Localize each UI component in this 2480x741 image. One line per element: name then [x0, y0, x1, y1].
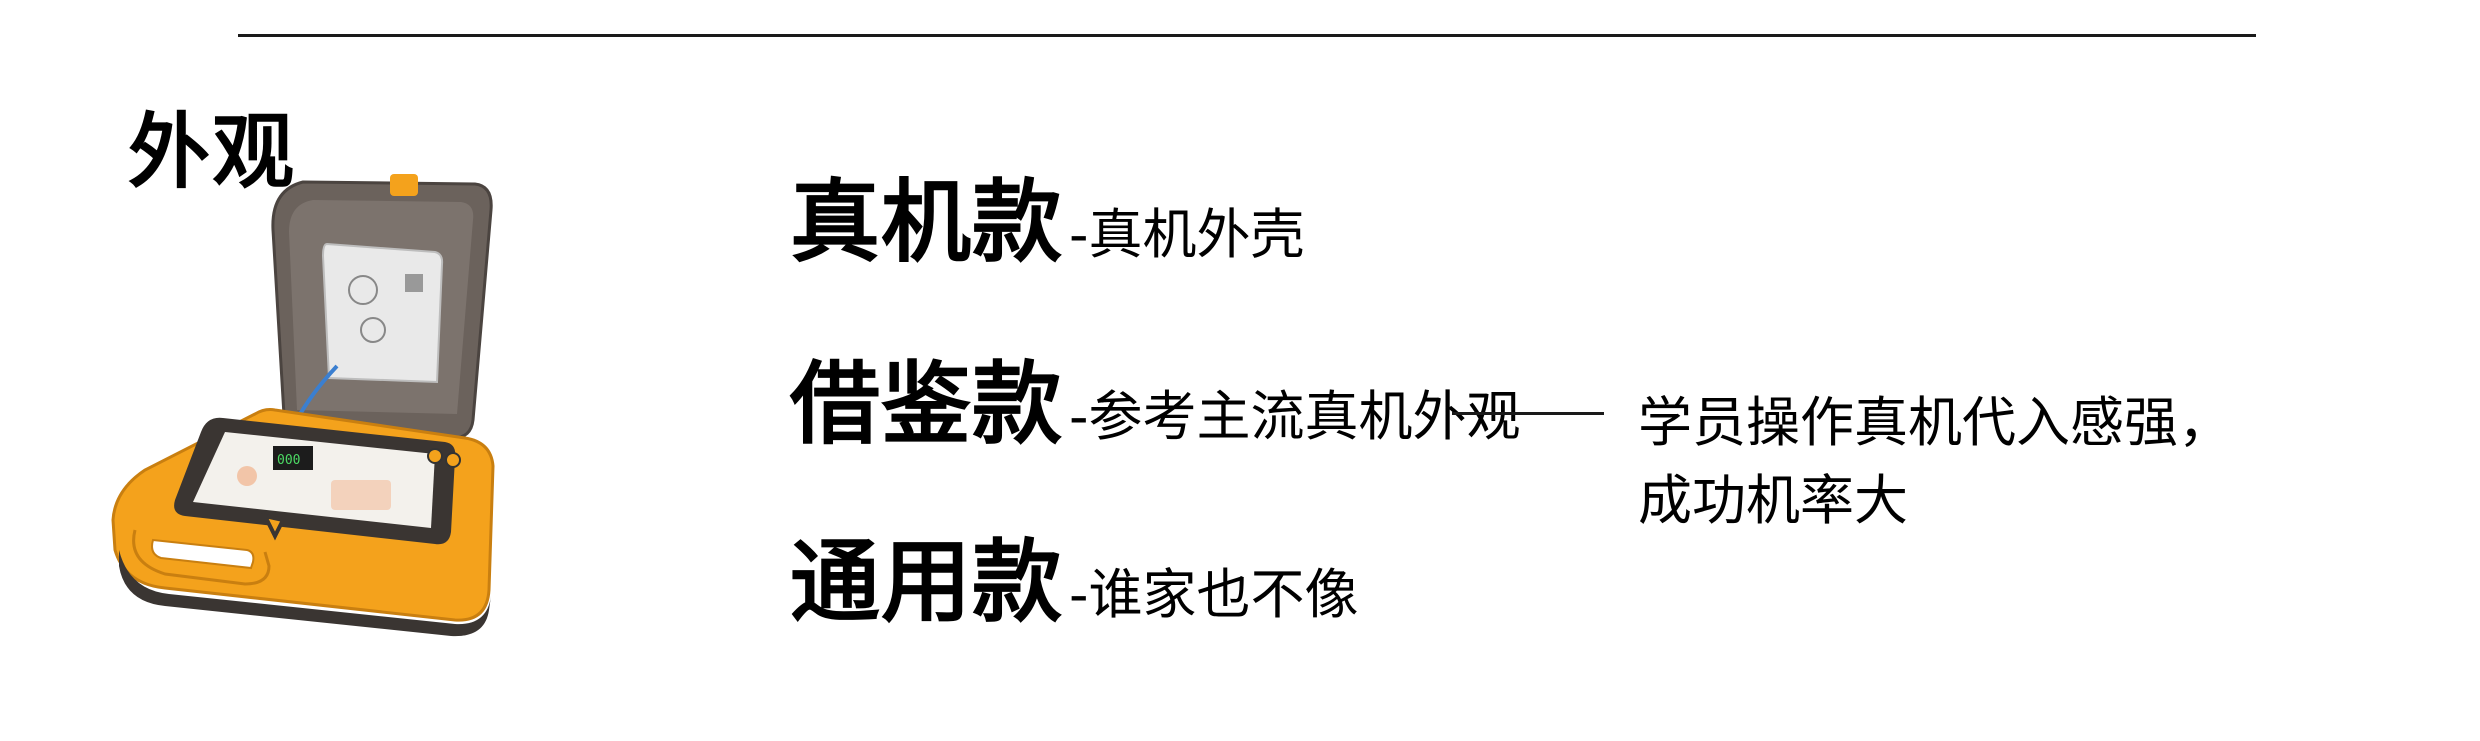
benefit-line-2: 成功机率大 [1638, 469, 1908, 532]
model-name: 真机款 [790, 170, 1063, 275]
aed-trainer-device-icon: 000 [105, 170, 505, 645]
top-divider [238, 34, 2256, 37]
section-title: 外观 [128, 105, 297, 200]
model-desc: -谁家也不像 [1069, 563, 1359, 626]
model-desc: -参考主流真机外观 [1069, 385, 1521, 448]
model-name: 通用款 [790, 530, 1063, 635]
svg-text:000: 000 [277, 453, 300, 468]
benefit-line-1: 学员操作真机代入感强， [1638, 391, 2232, 454]
model-row-reference: 借鉴款 -参考主流真机外观 [790, 360, 1521, 450]
model-row-real-shell: 真机款 -真机外壳 [790, 178, 1305, 268]
model-desc: -真机外壳 [1069, 203, 1305, 266]
model-row-generic: 通用款 -谁家也不像 [790, 538, 1359, 628]
model-name: 借鉴款 [790, 352, 1063, 457]
connector-line [1452, 412, 1604, 415]
benefit-note: 学员操作真机代入感强， 成功机率大 [1638, 384, 2232, 540]
